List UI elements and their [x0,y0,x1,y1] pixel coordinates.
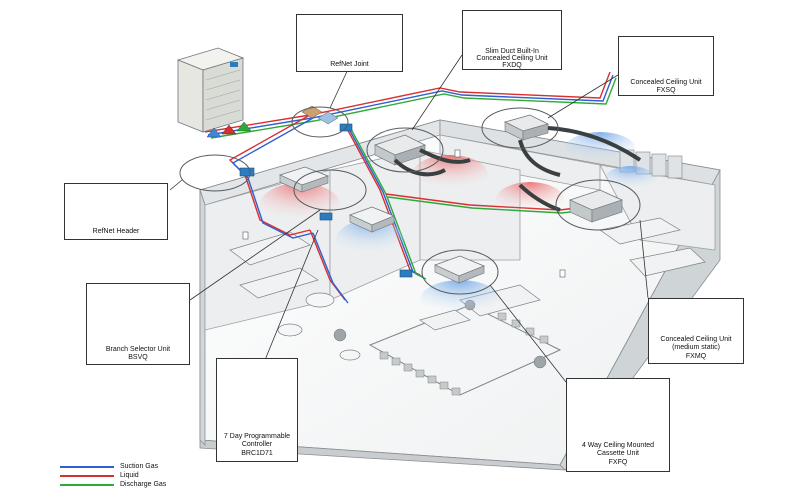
callout-branch-selector: Branch Selector Unit BSVQ [86,283,190,365]
office-desks [229,217,706,331]
wall-controllers [242,149,566,278]
callout-controller: 7 Day Programmable Controller BRC1D71 [216,358,298,462]
cassette-line1: 4 Way Ceiling Mounted [581,442,655,449]
legend-item-liquid: Liquid [60,472,200,480]
legend-item-discharge-gas: Discharge Gas [60,481,200,489]
round-tables [277,292,361,361]
duct-unit-fxsq-in-room [503,114,642,177]
cassette-unit-fxfq-in-room [433,255,486,284]
cassette-model: FXFQ [608,459,628,466]
callout-slim-duct: Slim Duct Built-In Concealed Ceiling Uni… [462,10,562,70]
controller-line2: Controller [241,441,273,448]
magnifier-circles [179,106,641,295]
medium-static-line1: Concealed Ceiling Unit [660,336,732,343]
legend-label-liquid: Liquid [120,472,139,479]
slim-duct-model: FXDQ [502,62,522,69]
slim-duct-line1: Slim Duct Built-In [485,48,539,55]
refnet-joint-label: RefNet Joint [330,61,369,68]
legend-swatch-liquid [60,475,114,477]
callout-refnet-joint: RefNet Joint [296,14,403,72]
callout-concealed-ceiling: Concealed Ceiling Unit FXSQ [618,36,714,96]
duct-unit-fxdq-in-room [373,134,427,166]
airflow-effects [260,132,656,320]
medium-static-model: FXMQ [685,353,707,360]
medium-static-line2: (medium static) [672,344,720,351]
concealed-ceiling-line1: Concealed Ceiling Unit [630,79,702,86]
legend-label-suction: Suction Gas [120,463,159,470]
cassette-line2: Cassette Unit [596,450,640,457]
legend-swatch-suction [60,466,114,468]
callout-cassette: 4 Way Ceiling Mounted Cassette Unit FXFQ [566,378,670,472]
refrigerant-pipes [204,71,617,304]
slim-duct-line2: Concealed Ceiling Unit [476,55,548,62]
callout-medium-static: Concealed Ceiling Unit (medium static) F… [648,298,744,364]
controller-line1: 7 Day Programmable [223,433,291,440]
concealed-ceiling-model: FXSQ [656,87,676,94]
branch-selector-line1: Branch Selector Unit [105,346,171,353]
callout-refnet-header: RefNet Header [64,183,168,240]
legend-label-discharge: Discharge Gas [120,481,167,488]
refnet-header-label: RefNet Header [92,228,140,235]
outdoor-unit [176,47,245,133]
callout-leader-lines [169,54,649,383]
duct-unit-fxmq-in-room [518,183,624,223]
outdoor-valves [206,121,252,138]
left-wall [199,189,206,446]
controller-model: BRC1D71 [241,450,273,457]
legend-item-suction-gas: Suction Gas [60,463,200,471]
pipe-legend: Suction Gas Liquid Discharge Gas [60,463,200,493]
branch-selector-model: BSVQ [128,354,148,361]
cassette-unit-center [348,206,396,233]
flex-ducts [393,148,471,177]
legend-swatch-discharge [60,484,114,486]
